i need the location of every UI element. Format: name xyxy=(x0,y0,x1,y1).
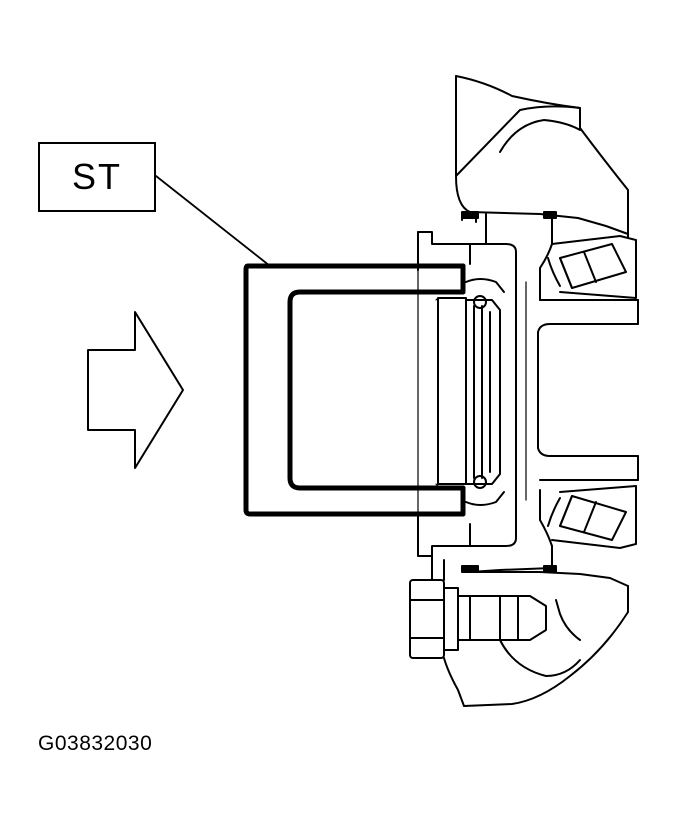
hub-axle xyxy=(515,269,639,515)
special-tool xyxy=(243,263,466,517)
callout-leader-line xyxy=(155,175,271,267)
oil-seal xyxy=(437,278,505,506)
push-direction-arrow xyxy=(87,311,184,469)
lower-bearing xyxy=(547,485,637,549)
retainer-rings xyxy=(461,211,557,573)
upper-bearing xyxy=(547,235,637,299)
detail-lines xyxy=(417,269,439,515)
callout-box-special-tool: ST xyxy=(38,142,156,212)
mounting-bolt xyxy=(409,555,547,659)
callout-label: ST xyxy=(71,156,122,197)
figure-id: G03832030 xyxy=(38,732,153,755)
